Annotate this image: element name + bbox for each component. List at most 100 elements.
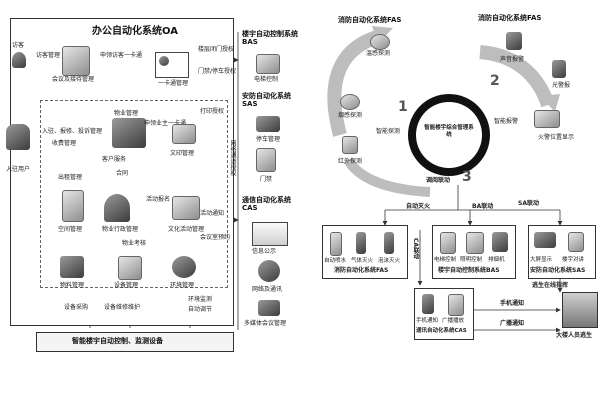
multimedia-meeting-icon [258,300,280,316]
equip-purchase-label: 设备采购 [64,304,89,311]
activity-notice-label: 活动通知 [200,210,225,217]
equipment-mgmt-label: 设备管理 [114,282,139,289]
charge-mgmt-label: 收费管理 [52,140,77,147]
card-mgmt-label: 一卡通管理 [158,80,189,87]
mobile-phone-icon [422,294,434,314]
visitor-label: 访客 [12,42,25,49]
parking-label: 停车管理 [256,136,281,143]
multimedia-meeting-label: 多媒体会议管理 [244,320,287,327]
wrench-tools-icon [118,256,142,280]
ir-detector-icon [342,136,358,154]
visitor-mgmt-label: 访客管理 [36,52,61,59]
step-2: 2 [490,73,500,89]
tenant-people-icon [6,124,30,150]
cas-subsystem-panel [414,288,474,340]
evacuation-label: 大楼人员逃生 [556,332,593,339]
fire-display-label: 火警位置显示 [538,134,575,141]
exhaust-fan-icon [492,232,508,252]
big-screen-icon [534,232,556,248]
oa-title: 办公自动化系统OA [92,26,178,37]
auto-fire-off-label: 自动灭火 [406,203,431,210]
rent-mgmt-label: 出租管理 [58,174,83,181]
big-screen-label: 大屏显示 [530,257,553,263]
fire-display-icon [534,110,560,128]
door-icon [256,148,276,172]
smoke-detector-icon [340,94,360,110]
temp-detect-label: 温感探测 [366,50,391,57]
cas-title: 通信自动化系统CAS [242,196,291,212]
meeting-kiosk-icon [62,46,90,76]
network-comm-label: 网络及通讯 [252,286,283,293]
contract-label: 合同 [116,170,129,177]
parking-icon [256,116,280,132]
property-mgmt-label: 物业管理 [114,110,139,117]
meeting-reception-label: 会议及接待管理 [52,76,95,83]
equip-maintain-label: 设备维修维护 [104,304,141,311]
property-assess-label: 物业考核 [122,240,147,247]
visit-card-apply-label: 申领访客一卡通 [100,52,143,59]
customer-service-label: 客户服务 [102,156,127,163]
smart-alarm-label: 智能报警 [494,118,519,125]
exhaust-label: 排烟机 [488,257,505,263]
bas-label: 楼宇自动控制系统BAS [438,267,500,274]
culture-activity-icon [172,196,200,220]
mobile-notice-label: 手机通知 [500,300,525,307]
property-mgmt-icon [112,118,146,148]
evacuation-panel [562,292,598,328]
elevator-ctrl-label: 电梯控制 [434,257,457,263]
intercom-icon [568,232,584,252]
center-system-label: 智能楼宇综合管理系统 [424,125,474,138]
visitor-avatar-icon [12,52,26,68]
gas-fire-icon [356,232,366,254]
move-in-manage-label: 入驻、报修、投诉管理 [42,128,103,135]
sas-subsystem-panel [528,225,596,279]
lighting-ctrl-label: 照明控制 [460,257,483,263]
tenant-label: 入驻用户 [6,166,31,173]
culture-activity-label: 文化活动管理 [168,226,205,233]
ir-detect-label: 红外探测 [338,158,363,165]
center-system-core [416,102,482,168]
meeting-book-label: 会议室预约 [200,234,231,241]
environment-gear-icon [172,256,196,278]
env-monitor-label: 环境监测 [188,296,213,303]
step-3: 3 [462,169,472,185]
building-icon [62,190,84,222]
temp-detector-icon [370,34,390,50]
fas-items-label: 消防自动化系统FAS [334,267,389,274]
cas-label: 通讯自动化系统CAS [416,328,467,334]
network-auth-label: 网络通道授权 [229,140,236,176]
scheduling-label: 调阅联动 [426,177,451,184]
elevator-icon [256,54,280,74]
material-box-icon [60,256,84,278]
bas-title: 楼宇自动控制系统BAS [242,30,298,46]
light-alarm-icon [552,60,566,78]
auto-adjust-label: 自动调节 [188,306,213,313]
sound-alarm-icon [506,32,522,50]
gas-fire-label: 气体灭火 [351,258,374,264]
material-mgmt-label: 物料管理 [60,282,85,289]
escape-guide-label: 逃生在线指挥 [532,282,569,289]
info-pub-screen-icon [252,222,288,246]
auto-spray-label: 自动喷水 [324,258,347,264]
space-mgmt-label: 空间管理 [58,226,83,233]
foam-fire-icon [384,232,394,254]
smart-detect-label: 智能探测 [376,128,401,135]
network-globe-icon [258,260,280,282]
apply-owner-card-label: 申领业主一卡通 [144,120,187,127]
door-label: 门禁 [260,176,273,183]
fas-right-title: 消防自动化系统FAS [478,14,542,22]
environment-mgmt-label: 环境管理 [170,282,195,289]
property-admin-label: 物业行政管理 [102,226,139,233]
sa-link-label: SA联动 [518,200,539,207]
elevator-ctrl-icon [440,232,456,254]
property-group-frame [40,100,228,288]
ba-link-label: BA联动 [472,203,494,210]
door-auth-label: 门禁/停车授权 [198,68,237,75]
card-photo-icon [159,56,169,66]
mobile-notify-label: 手机通知 [416,318,439,324]
info-pub-label: 信息公示 [252,248,277,255]
broadcast-speaker-icon [448,294,464,316]
stair-intercom-label: 楼宇对讲 [562,257,585,263]
step-1: 1 [398,99,408,115]
ca-link-label: CA联动 [412,238,419,260]
